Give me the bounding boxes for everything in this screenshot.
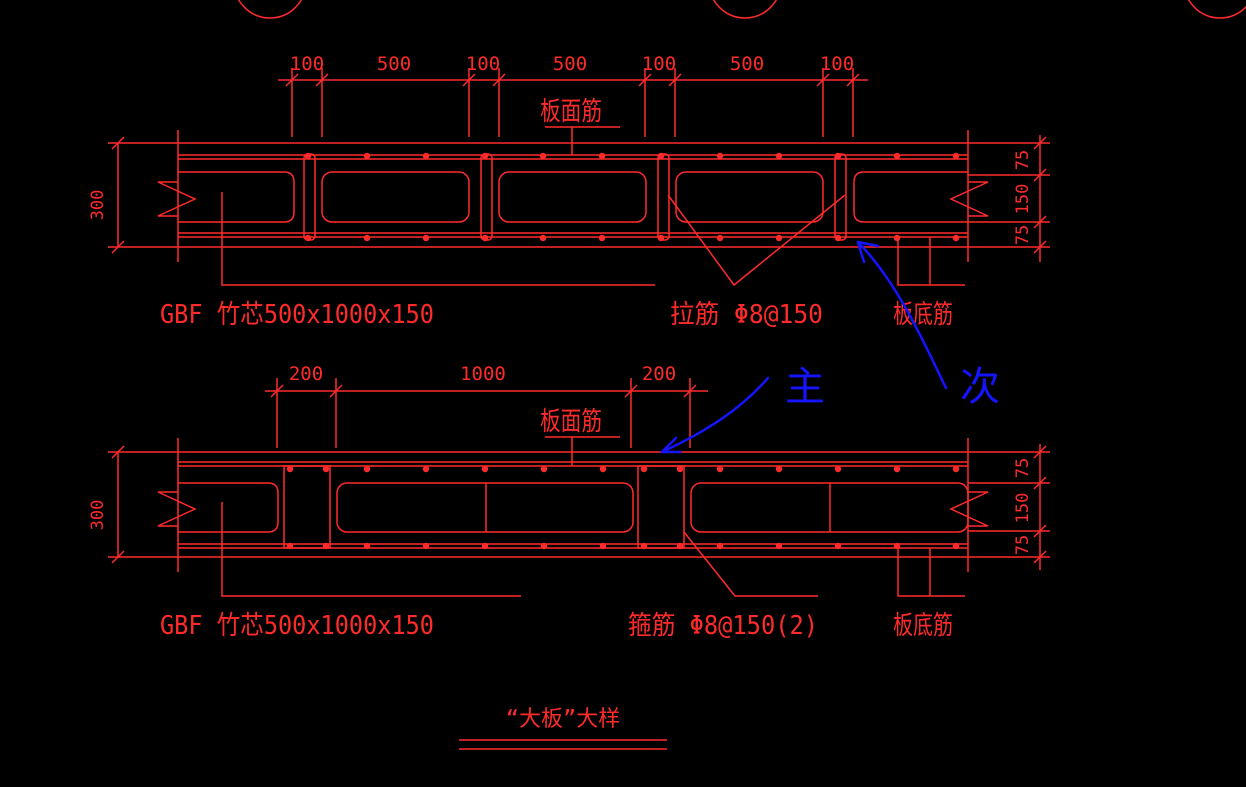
top-height-dim: 300 [88,190,108,221]
bottom-dim-0: 200 [289,363,323,385]
arrow-to-beam-rebar [660,376,770,454]
top-right-dim-1: 75 [1013,150,1033,170]
stirrup-label: 箍筋 Φ8@150(2) [628,611,818,641]
bottom-core-label: GBF 竹芯500x1000x150 [160,611,434,641]
bottom-right-dim-2: 150 [1013,493,1033,524]
bottom-dim-2: 200 [642,363,676,385]
grid-axis-bubbles [237,0,1246,19]
top-dim-4: 100 [642,53,676,75]
bottom-rebar-label: 板底筋 [893,300,953,330]
bottom-top-rebar-label: 板面筋 [540,407,602,437]
top-right-dim-2: 150 [1013,184,1033,215]
handwritten-main-label: 主 [785,364,825,410]
tie-label: 拉筋 Φ8@150 [670,300,823,330]
top-dim-0: 100 [290,53,324,75]
top-dim-1: 500 [377,53,411,75]
bottom-bottom-rebar-label: 板底筋 [893,611,953,641]
top-rebar-label: 板面筋 [540,97,602,127]
caption-underline [459,739,667,750]
top-right-dim-3: 75 [1013,225,1033,245]
bottom-slab-detail: 200 1000 200 300 75 150 75 板面筋 GBF 竹芯500… [88,363,1050,641]
top-dim-2: 100 [466,53,500,75]
top-dim-3: 500 [553,53,587,75]
detail-caption: “大板”大样 [506,707,621,732]
bottom-right-dim-1: 75 [1013,458,1033,478]
bottom-height-dim: 300 [88,500,108,531]
handwritten-secondary-label: 次 [960,364,1000,410]
top-dim-6: 100 [820,53,854,75]
handwritten-annotations [660,240,948,454]
core-label: GBF 竹芯500x1000x150 [160,300,434,330]
arrow-to-rib-rebar [856,240,948,390]
bottom-right-dim-3: 75 [1013,535,1033,555]
bottom-dim-1: 1000 [460,363,506,385]
top-dim-5: 500 [730,53,764,75]
